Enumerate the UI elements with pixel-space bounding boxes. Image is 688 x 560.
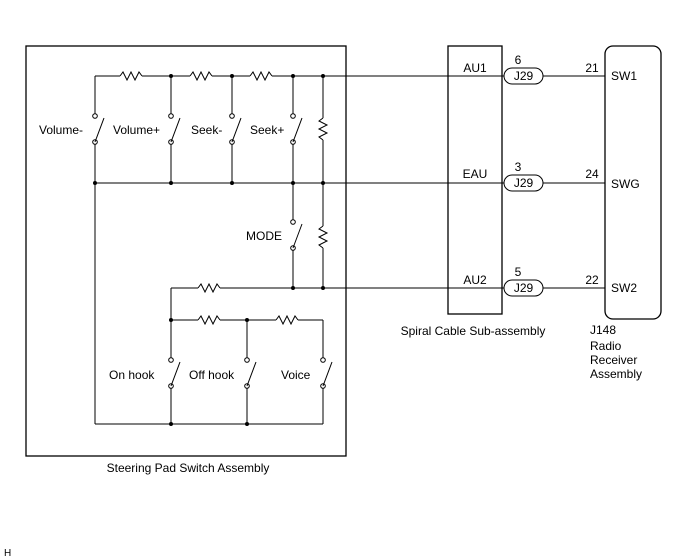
resistor	[197, 282, 221, 294]
steering-pad-title: Steering Pad Switch Assembly	[107, 461, 270, 475]
label-volume-down: Volume-	[39, 123, 83, 137]
switch-mode	[290, 219, 303, 251]
radio-title-line-1: Radio	[590, 339, 622, 353]
connector-label: J29	[514, 69, 534, 83]
pin-number-sw1: 21	[585, 61, 599, 75]
label-volume-up: Volume+	[113, 123, 160, 137]
pin-number-sw2: 22	[585, 273, 599, 287]
resistor	[317, 225, 329, 249]
spiral-cable-title: Spiral Cable Sub-assembly	[401, 324, 546, 338]
pin-au1: AU1	[463, 61, 487, 75]
connector-j29-pin5: J29 5	[503, 265, 544, 297]
connector-pin: 6	[515, 53, 522, 67]
radio-title-line-3: Assembly	[590, 367, 642, 381]
label-on-hook: On hook	[109, 368, 155, 382]
switch-volume-up	[168, 113, 181, 145]
label-off-hook: Off hook	[189, 368, 235, 382]
top-resistor-ladder	[95, 70, 346, 82]
resistor	[249, 70, 273, 82]
label-seek-up: Seek+	[250, 123, 284, 137]
connector-j29-pin3: J29 3	[503, 160, 544, 192]
label-seek-down: Seek-	[191, 123, 222, 137]
resistor	[317, 117, 329, 141]
radio-receiver-box	[604, 45, 662, 320]
connector-label: J29	[514, 176, 534, 190]
switch-on-hook	[168, 357, 181, 389]
resistor	[189, 70, 213, 82]
pin-sw1: SW1	[611, 69, 637, 83]
steering-pad-box	[25, 45, 347, 457]
spiral-cable-box	[447, 45, 503, 315]
connector-pin: 5	[515, 265, 522, 279]
pin-swg: SWG	[611, 177, 640, 191]
connector-j29-pin6: J29 6	[503, 53, 544, 85]
switch-off-hook	[244, 357, 257, 389]
resistor	[119, 70, 143, 82]
radio-connector-id: J148	[590, 323, 616, 337]
pin-eau: EAU	[463, 167, 488, 181]
connector-pin: 3	[515, 160, 522, 174]
junction-dots	[93, 74, 325, 426]
pin-sw2: SW2	[611, 281, 637, 295]
pin-au2: AU2	[463, 273, 487, 287]
label-voice: Voice	[281, 368, 311, 382]
label-mode: MODE	[246, 229, 282, 243]
switch-volume-down	[92, 113, 105, 145]
switch-voice	[320, 357, 333, 389]
connector-label: J29	[514, 281, 534, 295]
switch-seek-down	[229, 113, 242, 145]
pin-number-swg: 24	[585, 167, 599, 181]
footer-mark: H	[4, 548, 11, 559]
radio-title-line-2: Receiver	[590, 353, 637, 367]
resistor	[275, 314, 299, 326]
switch-seek-up	[290, 113, 303, 145]
resistor	[197, 314, 221, 326]
